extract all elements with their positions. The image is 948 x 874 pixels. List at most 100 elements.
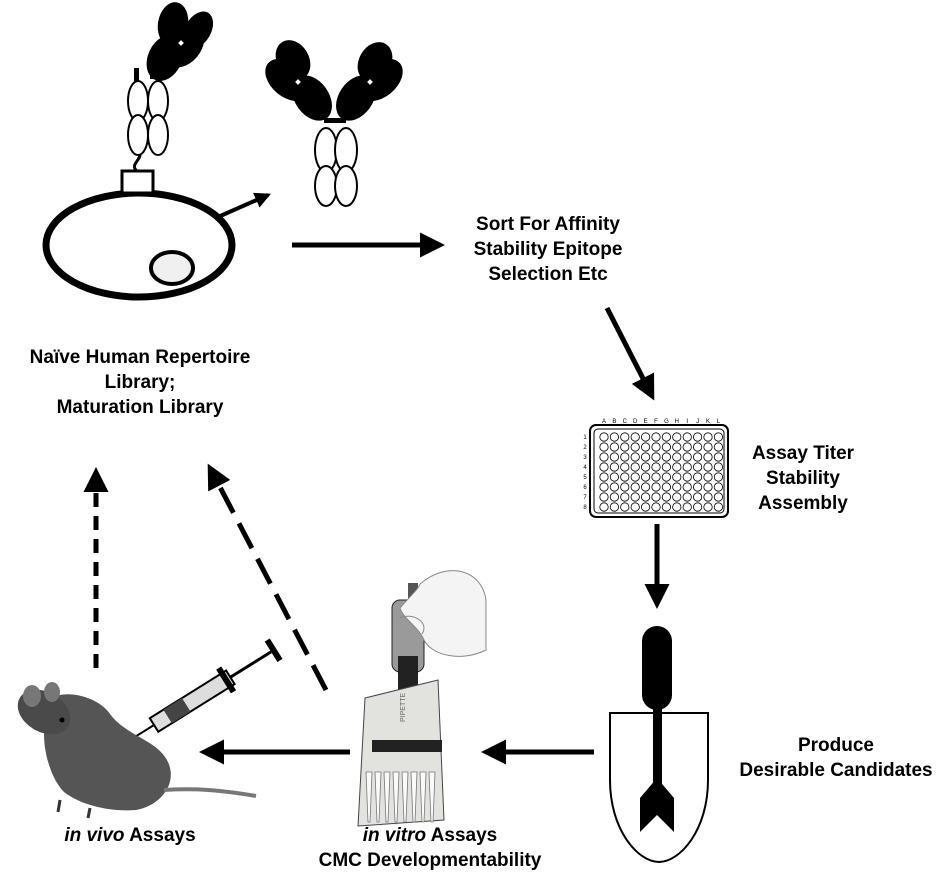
plate-well <box>672 452 682 462</box>
plate-row-label: 6 <box>583 485 587 491</box>
pipette-tip <box>401 771 409 823</box>
plate-well <box>640 452 651 462</box>
plate-well <box>609 462 620 472</box>
plate-well <box>672 442 682 452</box>
plate-row-label: 3 <box>583 455 587 461</box>
plate-well <box>609 432 620 442</box>
plate-well <box>640 492 651 502</box>
plate-well <box>682 492 692 502</box>
invitro-label: in vitro Assays CMC Developmentability <box>318 825 542 871</box>
plate-well <box>713 502 724 512</box>
library-label: Naïve Human Repertoire Library; Maturati… <box>29 347 251 418</box>
plate-well <box>682 472 692 482</box>
plate-row-label: 2 <box>583 445 587 451</box>
plate-well <box>661 462 672 472</box>
plate-well <box>651 432 661 442</box>
plate-well <box>651 452 661 462</box>
plate-well <box>599 492 609 502</box>
plate-column-label: D <box>633 419 638 425</box>
plate-well <box>651 472 661 482</box>
plate-well <box>599 462 609 472</box>
plate-well <box>620 462 630 472</box>
plate-row-label: 5 <box>583 475 587 481</box>
plate-well <box>630 432 640 442</box>
plate-well <box>661 472 672 482</box>
plate-well <box>713 432 724 442</box>
plate-well <box>609 472 620 482</box>
plate-well <box>599 472 609 482</box>
plate-row-label: 7 <box>583 495 587 501</box>
plate-well <box>640 482 651 492</box>
plate-well <box>703 492 713 502</box>
free-antibody-icon <box>265 40 403 207</box>
plate-row-label: 4 <box>583 465 587 471</box>
plate-well <box>692 452 703 462</box>
plate-well <box>713 472 724 482</box>
plate-well <box>703 472 713 482</box>
plate-well <box>630 442 640 452</box>
plate-well <box>630 452 640 462</box>
plate-well <box>620 492 630 502</box>
plate-well <box>651 462 661 472</box>
plate-well <box>682 462 692 472</box>
plate-well <box>609 502 620 512</box>
syringe-icon <box>133 638 283 739</box>
plate-well <box>661 432 672 442</box>
plate-column-label: J <box>696 419 699 425</box>
plate-well <box>672 462 682 472</box>
arrow-sort-to-plate <box>604 306 655 401</box>
plate-well <box>692 462 703 472</box>
plate-well <box>703 482 713 492</box>
plate-well <box>692 482 703 492</box>
plate-well <box>640 502 651 512</box>
plate-well <box>692 442 703 452</box>
plate-column-label: C <box>623 419 628 425</box>
plate-well <box>692 432 703 442</box>
plate-column-label: I <box>686 419 688 425</box>
plate-well <box>651 482 661 492</box>
plate-well <box>661 442 672 452</box>
plate-well <box>640 462 651 472</box>
assay-label: Assay Titer Stability Assembly <box>751 443 855 514</box>
plate-well <box>703 432 713 442</box>
rat-icon <box>17 682 257 819</box>
plate-well <box>651 502 661 512</box>
plate-well <box>599 502 609 512</box>
pipette-tip <box>392 771 400 823</box>
plate-column-label: H <box>675 419 679 425</box>
plate-well <box>682 482 692 492</box>
plate-well <box>661 492 672 502</box>
plate-well <box>630 472 640 482</box>
plate-well <box>609 442 620 452</box>
plate-well <box>661 482 672 492</box>
plate-well <box>682 502 692 512</box>
plate-well <box>713 452 724 462</box>
pipette-tip <box>419 771 427 823</box>
pipette-brand-label: PIPETTE <box>400 692 407 722</box>
multichannel-pipette-icon: PIPETTE <box>357 570 487 827</box>
plate-well <box>609 452 620 462</box>
plate-well <box>713 462 724 472</box>
plate-well <box>661 502 672 512</box>
pipette-tip <box>383 771 391 823</box>
plate-well <box>651 492 661 502</box>
plate-well <box>713 442 724 452</box>
invivo-label: in vivo Assays <box>64 825 196 846</box>
plate-well <box>620 432 630 442</box>
plate-well <box>651 442 661 452</box>
plate-well <box>713 492 724 502</box>
yeast-cell-icon <box>42 148 236 301</box>
plate-well <box>682 432 692 442</box>
plate-well <box>599 442 609 452</box>
pipette-tip <box>374 771 382 823</box>
produce-label: Produce Desirable Candidates <box>739 735 933 781</box>
plate-well <box>599 452 609 462</box>
plate-well <box>682 452 692 462</box>
displayed-antibody-icon <box>127 2 214 156</box>
plate-well <box>703 452 713 462</box>
plate-well <box>672 432 682 442</box>
plate-well <box>672 502 682 512</box>
plate-column-label: B <box>612 419 616 425</box>
